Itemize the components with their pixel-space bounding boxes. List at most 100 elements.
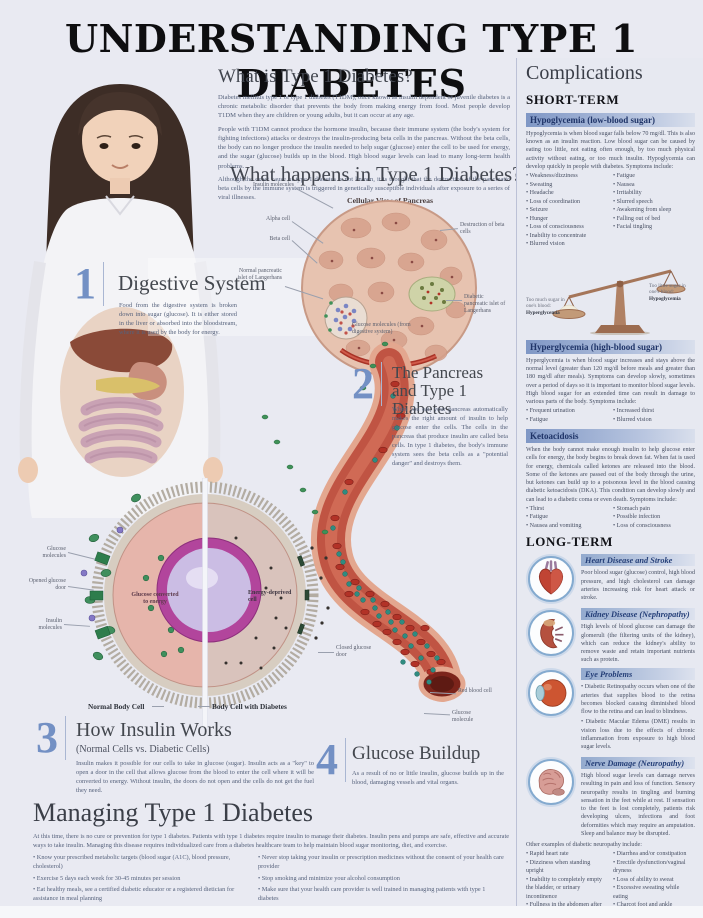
brain-icon [528, 759, 574, 806]
list-item: Loss of consciousness [526, 223, 608, 232]
digestive-system-heading: Digestive System [118, 271, 266, 295]
list-item: Inability to concentrate [526, 232, 608, 241]
label-normal-body-cell: Normal Body Cell [88, 702, 145, 711]
complications-sidebar: Complications SHORT-TERM Hypoglycemia (l… [516, 58, 703, 910]
hypoglycemia-symptoms: Weakness/dizziness Sweating Headache Los… [526, 172, 695, 249]
list-item: Loss of consciousness [613, 522, 695, 531]
eye-problems-title: Eye Problems [581, 668, 695, 681]
label-glucose-converted: Glucose converted to energy [131, 592, 179, 606]
list-item: Thirst [526, 505, 608, 514]
list-item: Fatigue [526, 416, 608, 425]
list-item: Increased thirst [613, 407, 695, 416]
list-item: Stop smoking and minimize your alcohol c… [258, 875, 506, 884]
heart-disease-title: Heart Disease and Stroke [581, 554, 695, 567]
managing-bullets-right: Never stop taking your insulin or prescr… [258, 854, 506, 907]
ketoacidosis-banner: Ketoacidosis [526, 429, 695, 444]
scale-left-term: Hyperglycemia [526, 309, 560, 316]
what-happens-heading: What happens in Type 1 Diabetes? [230, 162, 522, 186]
insulin-works-subtitle: (Normal Cells vs. Diabetic Cells) [76, 744, 210, 755]
kidney-icon [528, 610, 574, 657]
girl-illustration [18, 84, 223, 518]
list-item: Fullness in the abdomen after eating a f… [526, 901, 608, 910]
scale-left-caption: Too much sugar in one's blood: Hyperglyc… [526, 296, 565, 316]
list-item: Slurred speech [613, 198, 695, 207]
managing-intro: At this time, there is no cure or preven… [33, 833, 509, 849]
scale-right-caption: Too little sugar in one's blood: Hypogly… [649, 282, 686, 302]
list-item: Sweating [526, 181, 608, 190]
list-item: Nausea and vomiting [526, 522, 608, 531]
label-normal-islet: Normal pancreatic islet of Langerhans [237, 268, 282, 282]
heart-disease-body: Poor blood sugar (glucose) control, high… [581, 570, 695, 602]
label-alpha-cell: Alpha cell [266, 216, 290, 222]
list-item: Dizziness when standing upright [526, 859, 608, 876]
hypoglycemia-body: Hypoglycemia is when blood sugar falls b… [526, 131, 695, 170]
list-item: Nausea [613, 181, 695, 190]
list-item: Falling out of bed [613, 215, 695, 224]
what-is-paragraph: People with T1DM cannot produce the horm… [218, 125, 510, 170]
nerve-damage-title: Nerve Damage (Neuropathy) [581, 757, 695, 770]
list-item: Inability to completely empty the bladde… [526, 876, 608, 902]
label-energy-deprived: Energy-deprived cell [248, 590, 292, 604]
list-item: Possible infection [613, 513, 695, 522]
section-number-4: 4 [316, 738, 346, 782]
short-term-header: SHORT-TERM [526, 92, 620, 107]
managing-bullets-left: Know your prescribed metabolic targets (… [33, 854, 249, 907]
list-item: Loss of coordination [526, 198, 608, 207]
list-item: Awakening from sleep [613, 206, 695, 215]
neuropathy-examples: Rapid heart rate Dizziness when standing… [526, 850, 695, 910]
list-item: Fatigue [526, 513, 608, 522]
section-number-1: 1 [74, 262, 104, 306]
list-item: Blurred vision [613, 416, 695, 425]
label-glucose-molecule: Glucose molecule [452, 710, 474, 724]
list-item: Charcot foot and ankle [613, 901, 695, 910]
list-item: Stomach pain [613, 505, 695, 514]
list-item: Weakness/dizziness [526, 172, 608, 181]
list-item: Excessive sweating while eating [613, 884, 695, 901]
list-item: Frequent urination [526, 407, 608, 416]
label-opened-door: Opened glucose door [28, 578, 66, 592]
glucose-buildup-heading: Glucose Buildup [352, 743, 481, 764]
list-item: Loss of ability to sweat [613, 876, 695, 885]
list-item: Blurred vision [526, 240, 608, 249]
ketoacidosis-body: When the body cannot make enough insulin… [526, 447, 695, 503]
list-item: Hunger [526, 215, 608, 224]
label-red-blood-cell: Red blood cell [458, 688, 492, 694]
list-item: Irritability [613, 189, 695, 198]
label-cell-glucose: Glucose molecules [42, 546, 66, 560]
card-eye-problems: Eye Problems Diabetic Retinopathy occurs… [526, 668, 695, 753]
list-item: Diabetic Retinopathy occurs when one of … [581, 683, 695, 716]
long-term-header: LONG-TERM [526, 534, 614, 550]
label-beta-cell: Beta cell [269, 236, 290, 242]
insulin-works-body: Insulin makes it possible for our cells … [76, 760, 314, 794]
label-beta-destruction: Destruction of beta cells [460, 222, 505, 236]
label-closed-door: Closed glucose door [336, 645, 372, 659]
list-item: Facial tingling [613, 223, 695, 232]
section-number-2: 2 [352, 362, 382, 406]
scale-right-term: Hypoglycemia [649, 295, 681, 302]
heart-icon [528, 556, 574, 603]
poster-bottom-margin [0, 906, 703, 918]
blood-vessel-illustration [261, 341, 466, 702]
what-is-paragraph: Diabetes mellitus type 1 or type 1 diabe… [218, 94, 510, 120]
hyperglycemia-symptoms: Frequent urination Fatigue Increased thi… [526, 407, 695, 424]
managing-heading: Managing Type 1 Diabetes [33, 798, 314, 827]
label-diabetic-body-cell: Body Cell with Diabetes [212, 702, 287, 711]
card-kidney-disease: Kidney Disease (Nephropathy) High levels… [526, 608, 695, 664]
list-item: Erectile dysfunction/vaginal dryness [613, 859, 695, 876]
kidney-disease-body: High levels of blood glucose can damage … [581, 624, 695, 664]
digestive-system-body: Food from the digestive system is broken… [119, 302, 237, 336]
list-item: Headache [526, 189, 608, 198]
list-item: Never stop taking your insulin or prescr… [258, 854, 506, 872]
list-item: Make sure that your health care provider… [258, 886, 506, 904]
nerve-damage-body: High blood sugar levels can damage nerve… [581, 773, 695, 837]
what-is-heading: What is Type 1 Diabetes? [218, 66, 413, 87]
poster-title: UNDERSTANDING TYPE 1 DIABETES [65, 16, 638, 106]
neuropathy-more-label: Other examples of diabetic neuropathy in… [526, 841, 642, 848]
list-item: Seizure [526, 206, 608, 215]
eye-problems-body: Diabetic Retinopathy occurs when one of … [581, 683, 695, 751]
complications-heading: Complications [526, 62, 643, 84]
insulin-works-heading: How Insulin Works [76, 719, 232, 741]
list-item: Fatigue [613, 172, 695, 181]
label-diabetic-islet: Diabetic pancreatic islet of Langerhans [464, 294, 506, 315]
